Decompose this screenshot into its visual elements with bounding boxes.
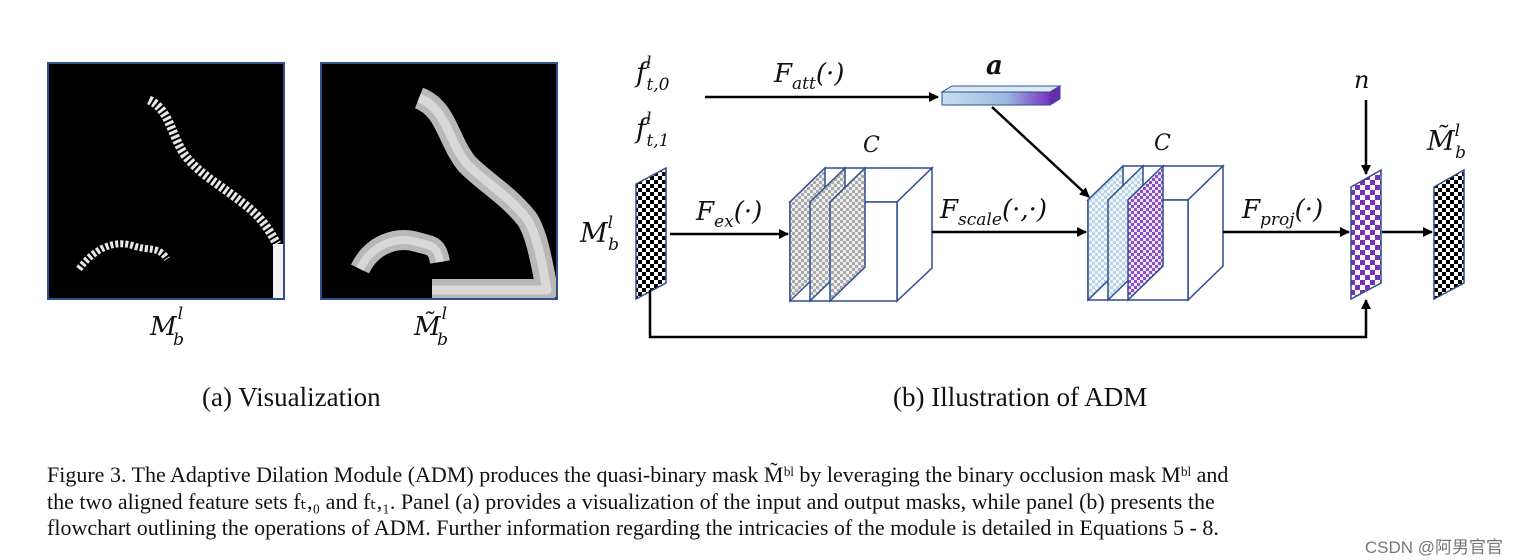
arrow-a-to-scale: [991, 106, 1090, 198]
op-f-ex: Fex(·): [695, 197, 762, 232]
node-n: n: [1354, 66, 1369, 94]
panel-b-caption: (b) Illustration of ADM: [893, 382, 1148, 412]
caption-line-1: Figure 3. The Adaptive Dilation Module (…: [47, 462, 1229, 487]
feature-volume-2: [1086, 164, 1225, 302]
output-mask-label: M̃lb: [414, 304, 448, 350]
input-mask-image: [47, 62, 285, 300]
caption-line-3: flowchart outlining the operations of AD…: [47, 515, 1219, 540]
node-a: a: [986, 51, 1003, 81]
caption-line-2: the two aligned feature sets fₜ,₀ and fₜ…: [47, 488, 1215, 514]
output-mask-plane: [1433, 168, 1465, 301]
input-mask-plane: [635, 166, 667, 301]
output-mask-image: [320, 62, 558, 300]
watermark: CSDN @阿男官官: [1364, 538, 1503, 557]
figure-caption: Figure 3. The Adaptive Dilation Module (…: [47, 462, 1495, 542]
projected-mask-plane: [1350, 168, 1382, 301]
channel-label-c2: C: [1154, 131, 1171, 156]
op-f-proj: Fproj(·): [1241, 195, 1323, 230]
input-mask-label: Mlb: [150, 304, 184, 350]
op-f-scale: Fscale(·,·): [939, 195, 1047, 230]
channel-label-c1: C: [863, 133, 880, 158]
feature-volume-1: [788, 166, 934, 303]
attention-vector: [940, 85, 1062, 106]
op-f-att: Fatt(·): [773, 59, 844, 94]
panel-a-caption: (a) Visualization: [202, 382, 381, 412]
arrow-skip: [648, 290, 1371, 339]
